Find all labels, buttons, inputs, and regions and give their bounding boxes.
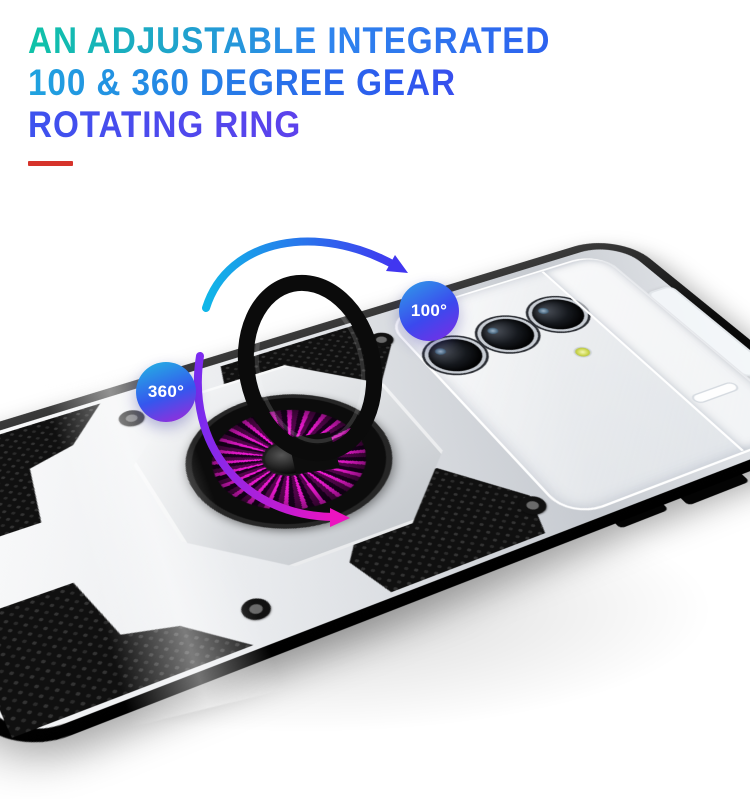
rotation-arrow-blue — [202, 237, 400, 312]
headline-line-2: 100 & 360 DEGREE GEAR — [28, 62, 550, 104]
badge-ring-rotation: 360° — [136, 362, 196, 422]
accent-underline — [28, 161, 73, 167]
badge-camera-angle: 100° — [399, 281, 459, 341]
headline-line-1: AN ADJUSTABLE INTEGRATED — [28, 20, 551, 61]
headline: AN ADJUSTABLE INTEGRATED 100 & 360 DEGRE… — [28, 20, 551, 167]
headline-line-3: ROTATING RING — [28, 104, 550, 146]
badge-camera-angle-label: 100° — [410, 301, 448, 320]
badge-ring-rotation-label: 360° — [147, 382, 185, 401]
product-image: AN ADJUSTABLE INTEGRATED 100 & 360 DEGRE… — [0, 0, 750, 750]
rotation-arrow-blue-head — [386, 255, 408, 273]
